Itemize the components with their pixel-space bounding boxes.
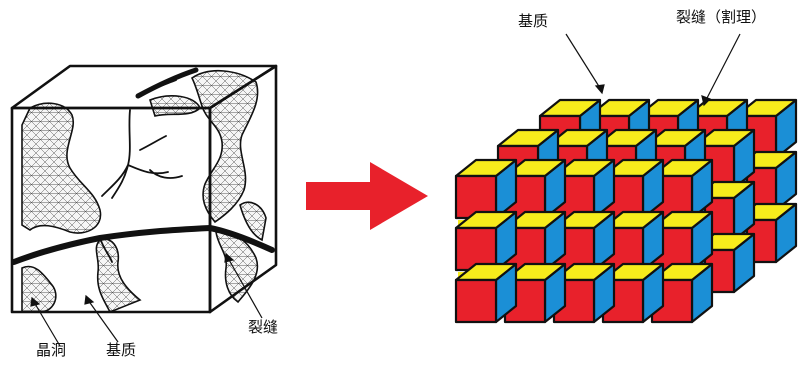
- vug-label: 晶洞: [36, 341, 67, 359]
- matrix-block: [454, 210, 518, 272]
- block-front-face: [454, 278, 498, 324]
- sugar-cube-model: [454, 98, 798, 324]
- fracture-label-left: 裂缝: [248, 318, 279, 336]
- matrix-block: [601, 262, 665, 324]
- matrix-label-right: 基质: [518, 12, 549, 30]
- vug-region: [95, 238, 142, 314]
- top-fracture-branch: [147, 79, 177, 93]
- dendritic-fracture: [101, 109, 183, 199]
- left-leader-lines: [30, 252, 263, 347]
- transition-arrow: [306, 162, 428, 230]
- matrix-block: [552, 158, 616, 220]
- matrix-block: [454, 262, 518, 324]
- vug-region: [149, 95, 201, 117]
- matrix-label-left: 基质: [106, 341, 137, 359]
- rock-block: [10, 64, 278, 347]
- matrix-block: [454, 158, 518, 220]
- vug-region: [190, 69, 259, 224]
- small-fracture: [99, 237, 113, 263]
- main-fracture: [11, 224, 275, 265]
- fractures: [11, 67, 275, 265]
- vug-region: [21, 265, 57, 313]
- matrix-block: [552, 262, 616, 324]
- vug-region: [21, 102, 102, 234]
- right-leader-lines: [565, 33, 741, 107]
- matrix-block: [650, 262, 714, 324]
- matrix-block: [503, 262, 567, 324]
- fracture-cleat-label: 裂缝（割理）: [676, 8, 767, 26]
- cube-outline: [10, 64, 278, 314]
- vug-region: [239, 201, 267, 242]
- matrix-block: [650, 158, 714, 220]
- top-fracture: [135, 67, 199, 99]
